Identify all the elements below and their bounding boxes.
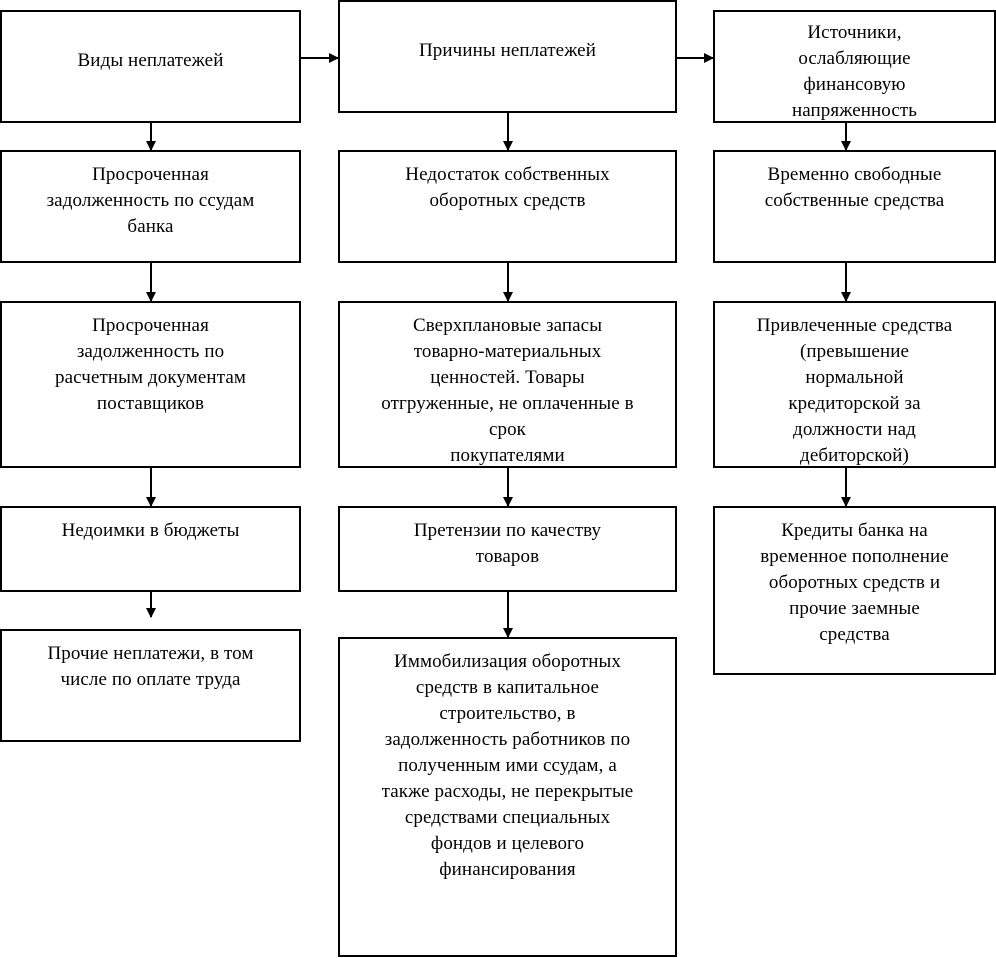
sources-box-1-text: Временно свободные собственные средства (764, 164, 945, 211)
causes-box-3-text: Претензии по качеству товаров (413, 520, 602, 567)
types-header-box: Виды неплатежей (0, 10, 301, 123)
sources-box-2-text: Привлеченные средства (превышение нормал… (756, 315, 953, 466)
causes-header-box: Причины неплатежей (338, 0, 677, 113)
causes-box-1: Недостаток собственных оборотных средств (338, 150, 677, 263)
causes-box-1-text: Недостаток собственных оборотных средств (405, 164, 610, 211)
sources-box-3-text: Кредиты банка на временное пополнение об… (760, 520, 949, 645)
causes-box-3: Претензии по качеству товаров (338, 506, 677, 592)
causes-box-2-text: Сверхплановые запасы товарно-материальны… (381, 315, 634, 466)
types-box-4-text: Прочие неплатежи, в том числе по оплате … (47, 643, 254, 690)
sources-header-text: Источники, ослабляющие финансовую напряж… (791, 22, 918, 121)
types-box-1-text: Просроченная задолженность по ссудам бан… (46, 164, 255, 237)
causes-box-4: Иммобилизация оборотных средств в капита… (338, 637, 677, 957)
types-header-text: Виды неплатежей (77, 50, 224, 71)
types-box-2-text: Просроченная задолженность по расчетным … (55, 315, 246, 414)
types-box-1: Просроченная задолженность по ссудам бан… (0, 150, 301, 263)
causes-box-4-text: Иммобилизация оборотных средств в капита… (381, 651, 634, 880)
sources-box-2: Привлеченные средства (превышение нормал… (713, 301, 996, 468)
types-box-4: Прочие неплатежи, в том числе по оплате … (0, 629, 301, 742)
types-box-3-text: Недоимки в бюджеты (61, 520, 240, 541)
causes-box-2: Сверхплановые запасы товарно-материальны… (338, 301, 677, 468)
sources-header-box: Источники, ослабляющие финансовую напряж… (713, 10, 996, 123)
sources-box-3: Кредиты банка на временное пополнение об… (713, 506, 996, 675)
causes-header-text: Причины неплатежей (418, 40, 596, 61)
types-box-3: Недоимки в бюджеты (0, 506, 301, 592)
sources-box-1: Временно свободные собственные средства (713, 150, 996, 263)
types-box-2: Просроченная задолженность по расчетным … (0, 301, 301, 468)
